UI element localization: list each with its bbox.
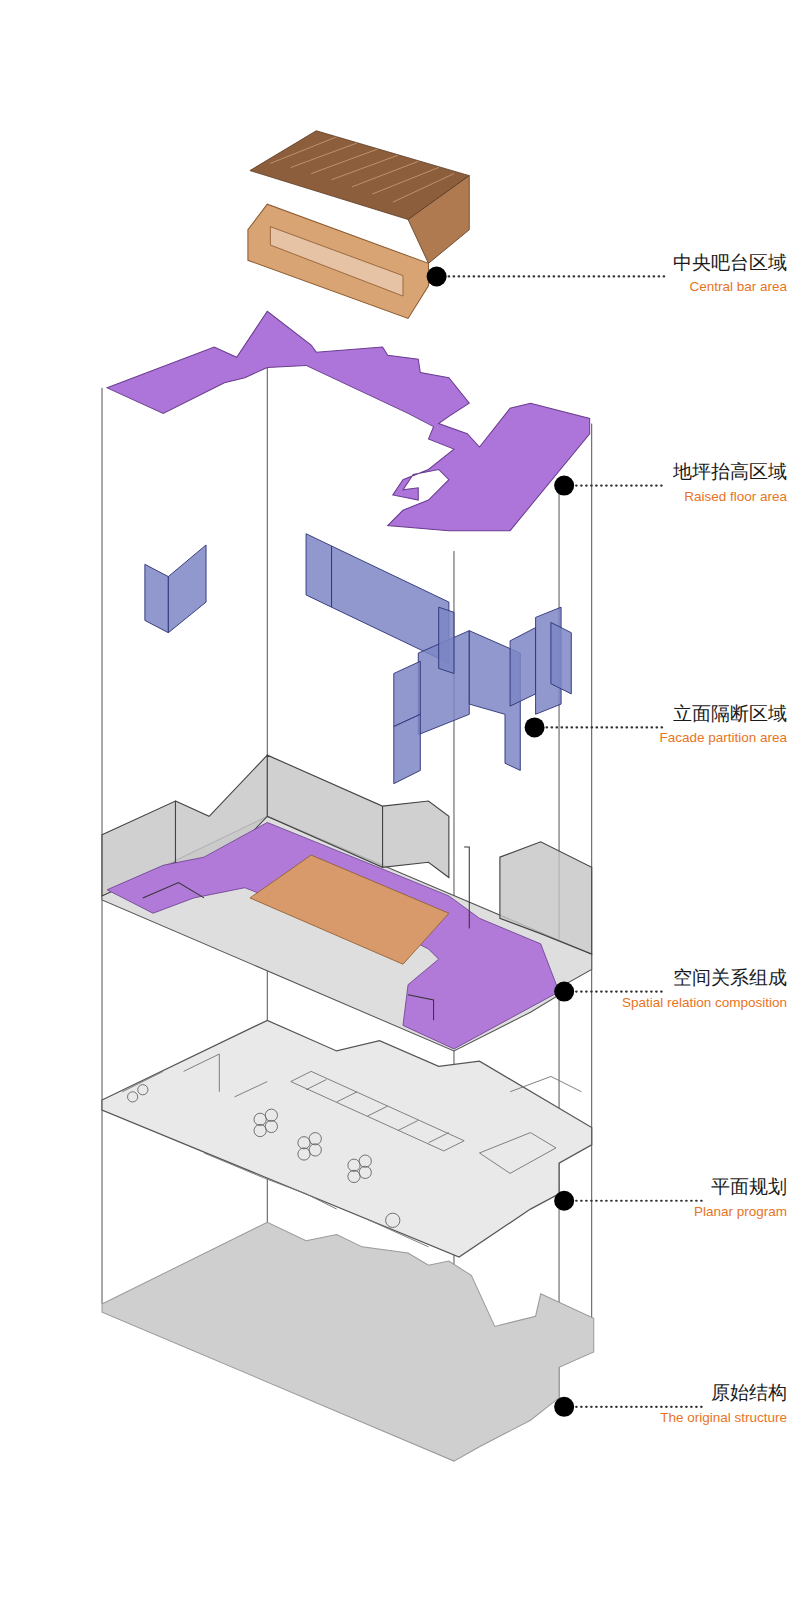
marker-dot [554, 1397, 574, 1417]
layer-subtitle: The original structure [660, 1410, 787, 1426]
leader [525, 717, 665, 737]
dotted-leader-line [547, 726, 665, 728]
layer-subtitle: Spatial relation composition [622, 995, 787, 1011]
original-floor-slab [102, 1222, 594, 1461]
layer-subtitle: Facade partition area [659, 730, 787, 746]
spatial-model [102, 755, 592, 1051]
floor-plan [102, 1020, 592, 1257]
dotted-leader-line [576, 485, 665, 487]
layer-title: 原始结构 [711, 1382, 787, 1404]
marker-dot [427, 266, 447, 286]
dotted-leader-line [576, 1200, 703, 1202]
dotted-leader-line [449, 275, 665, 277]
layer-title: 空间关系组成 [673, 967, 787, 989]
layer-subtitle: Raised floor area [684, 489, 787, 505]
layer-title: 中央吧台区域 [673, 252, 787, 274]
marker-dot [525, 717, 545, 737]
layer-title: 地坪抬高区域 [673, 461, 787, 483]
central-bar [248, 131, 469, 319]
leader [427, 266, 665, 286]
dotted-leader-line [576, 1406, 703, 1408]
layer-subtitle: Central bar area [689, 279, 787, 295]
marker-dot [554, 982, 574, 1002]
dotted-leader-line [576, 991, 665, 993]
layer-title: 立面隔断区域 [673, 703, 787, 725]
marker-dot [554, 1191, 574, 1211]
partition-walls [145, 534, 571, 784]
layer-subtitle: Planar program [694, 1204, 787, 1220]
leader [554, 1191, 703, 1211]
raised-floor [107, 311, 590, 530]
layer-title: 平面规划 [711, 1176, 787, 1198]
marker-dot [554, 476, 574, 496]
leader [554, 476, 665, 496]
